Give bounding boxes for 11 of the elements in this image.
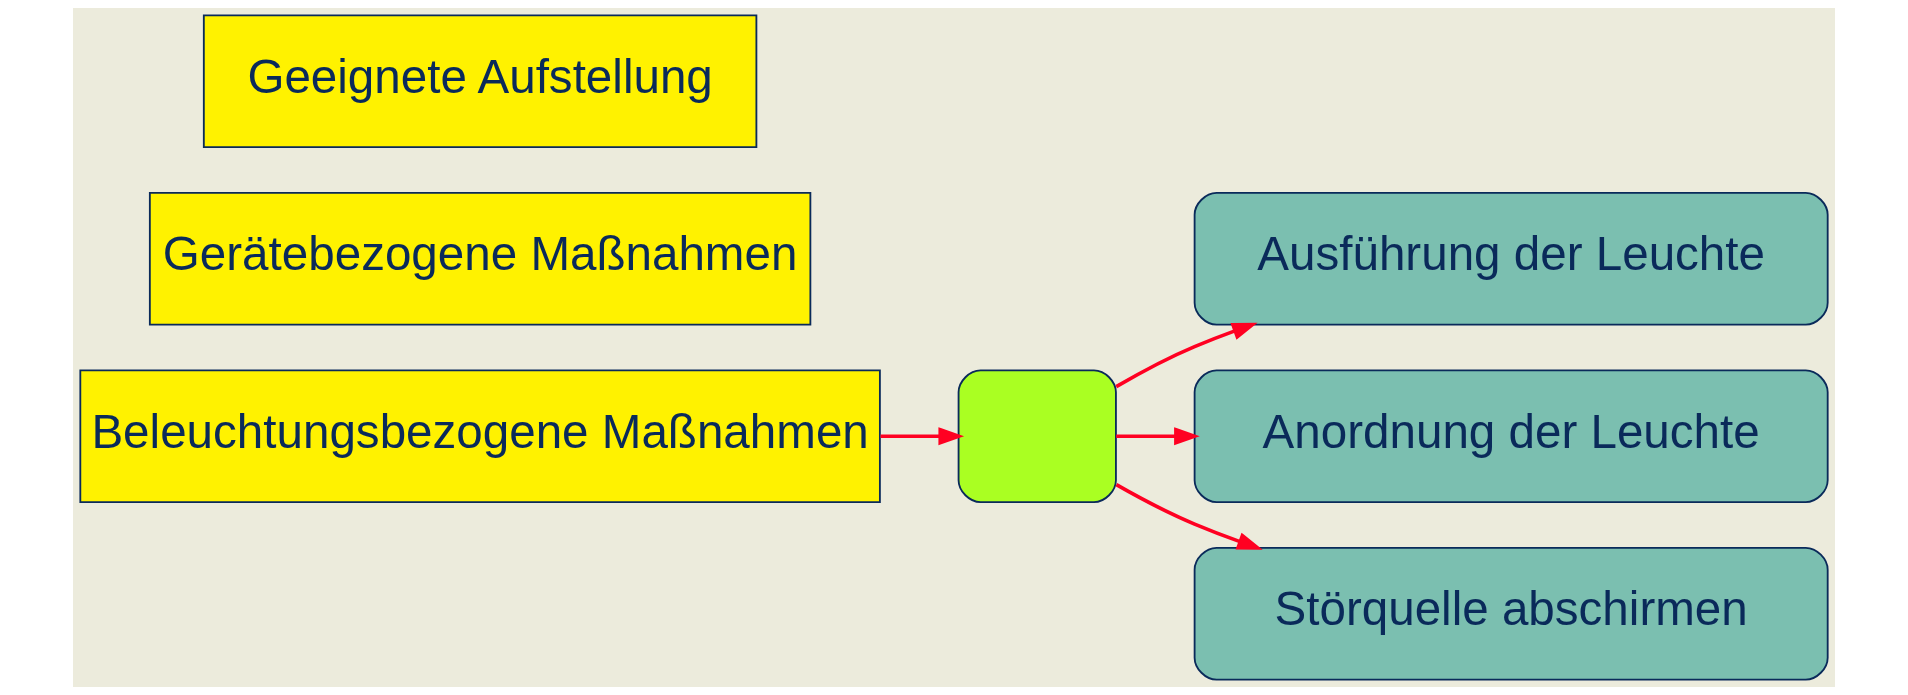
arrow xyxy=(1116,427,1200,446)
node-box xyxy=(957,369,1117,504)
node-box: Geeignete Aufstellung xyxy=(202,14,758,149)
arrow xyxy=(1115,483,1263,550)
node-box: Anordnung der Leuchte xyxy=(1193,369,1829,504)
node-box: Störquelle abschirmen xyxy=(1193,546,1829,681)
arrow xyxy=(880,427,965,446)
node-box: Gerätebezogene Maßnahmen xyxy=(148,191,812,326)
arrow xyxy=(1115,322,1258,389)
node-box: Ausführung der Leuchte xyxy=(1193,191,1829,326)
node-box: Beleuchtungsbezogene Maßnahmen xyxy=(79,369,881,504)
